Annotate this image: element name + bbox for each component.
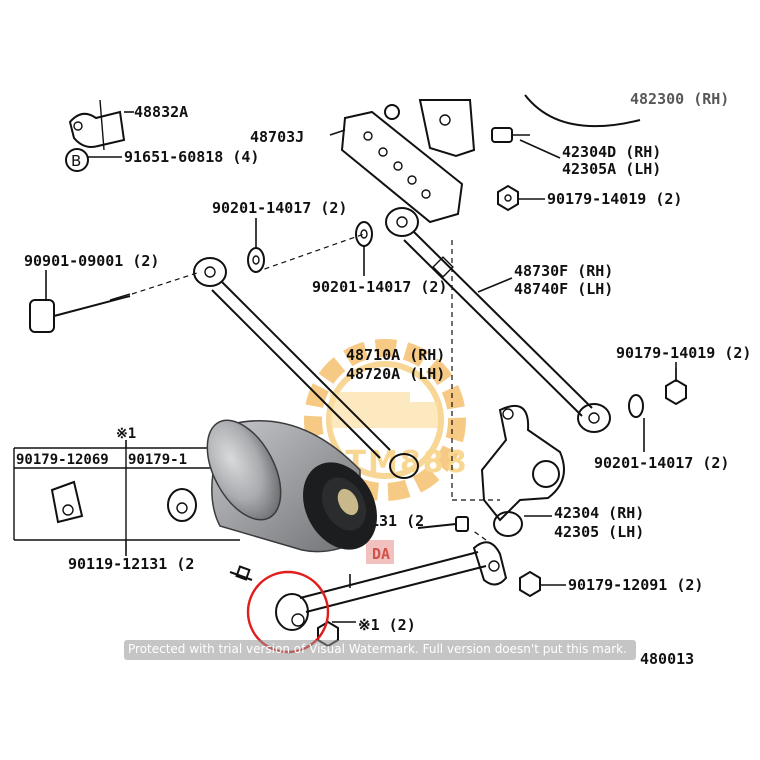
- subframe-plate: [340, 110, 464, 224]
- callout-note1-2: ※1 (2): [358, 616, 416, 634]
- inset-table: [13, 447, 240, 541]
- washer-right: [628, 394, 644, 418]
- bolt-b-letter: B: [71, 152, 81, 170]
- rear-knuckle: [480, 405, 565, 537]
- inset-col2-header: 90179-1: [128, 452, 187, 468]
- callout-DA: DA: [372, 545, 390, 563]
- callout-90201-right: 90201-14017 (2): [594, 454, 729, 472]
- callout-48710A: 48710A (RH): [346, 346, 445, 364]
- callout-42305: 42305 (LH): [554, 523, 644, 541]
- callout-90119-12131: 90119-12131 (2: [68, 555, 194, 573]
- knuckle-upper-bracket: [384, 94, 641, 158]
- bolt-b: B: [65, 148, 89, 172]
- callout-91651-60818: 91651-60818 (4): [124, 148, 259, 166]
- washer-mid: [355, 221, 373, 247]
- stabilizer-bracket: [68, 99, 126, 151]
- callout-131: 131 (2: [370, 512, 424, 530]
- callout-48720A: 48720A (LH): [346, 365, 445, 383]
- bolt-90901-09001: [29, 293, 131, 333]
- callout-42304: 42304 (RH): [554, 504, 644, 522]
- inset-note: ※1: [116, 426, 136, 442]
- callout-48703J: 48703J: [250, 128, 304, 146]
- toe-link-arm: [385, 207, 611, 433]
- small-bolt-lower: [229, 565, 253, 581]
- bushing-photo: [206, 419, 377, 553]
- callout-480013: 480013: [640, 650, 694, 668]
- nut-90179-12091: [519, 570, 541, 598]
- callout-42304D: 42304D (RH): [562, 143, 661, 161]
- callout-42305A: 42305A (LH): [562, 160, 661, 178]
- callout-90179-12091: 90179-12091 (2): [568, 576, 703, 594]
- trial-watermark-banner: [124, 640, 636, 660]
- callout-top-cut: 482300 (RH): [630, 90, 729, 108]
- callout-48740F: 48740F (LH): [514, 280, 613, 298]
- callout-48730F: 48730F (RH): [514, 262, 613, 280]
- bolt-42304d: [491, 127, 530, 143]
- nut-90179-14019-top: [497, 184, 519, 212]
- watermark-logo: OTM888: [304, 339, 466, 501]
- trial-watermark-text: Protected with trial version of Visual W…: [128, 642, 627, 656]
- upper-control-arm: [193, 257, 419, 479]
- lower-control-arm: [299, 529, 508, 613]
- callout-48832A: 48832A: [134, 103, 188, 121]
- washer-left: [247, 247, 265, 273]
- callout-90179-14019-top: 90179-14019 (2): [547, 190, 682, 208]
- inset-col1-header: 90179-12069: [16, 452, 109, 468]
- callout-90201-left: 90201-14017 (2): [212, 199, 347, 217]
- callout-90201-mid: 90201-14017 (2): [312, 278, 447, 296]
- callout-90179-14019-right: 90179-14019 (2): [616, 344, 751, 362]
- bolt-131: [417, 516, 469, 532]
- callout-90901-09001: 90901-09001 (2): [24, 252, 159, 270]
